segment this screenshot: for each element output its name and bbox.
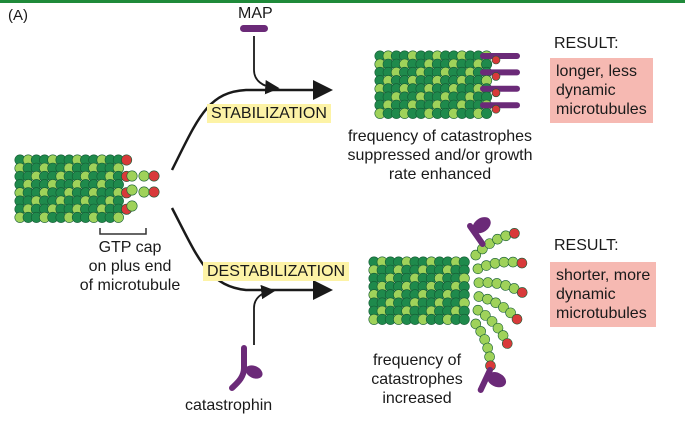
destabilization-label: DESTABILIZATION [203, 262, 350, 281]
destabilized-caption: frequency of catastrophes increased [362, 351, 472, 408]
result-bottom-line-3: microtubules [556, 305, 647, 322]
curling-protofilament-subunit [482, 277, 494, 288]
result-top-box: longer, less dynamic microtubules [550, 58, 653, 123]
curling-protofilament-subunit [516, 287, 528, 298]
gtp-cap-bracket [99, 228, 147, 235]
panel-label: (A) [8, 7, 28, 24]
gtp-cap-subunit [491, 88, 501, 98]
gtp-cap-subunit [491, 104, 501, 114]
curling-protofilament-subunit [486, 316, 498, 327]
curling-protofilament-subunit [491, 278, 503, 289]
gtp-cap-subunit [491, 72, 501, 81]
curling-protofilament-subunit [498, 302, 509, 313]
stabilization-highlight: STABILIZATION [207, 104, 331, 123]
gtp-cap-subunit [148, 170, 160, 182]
result-bottom-line-2: dynamic [556, 286, 616, 303]
stabilization-label: STABILIZATION [207, 104, 331, 123]
result-top-line-1: longer, less [556, 63, 637, 80]
curling-protofilament-subunit [480, 310, 491, 321]
destabilized-caption-line-1: frequency of [372, 352, 462, 369]
map-bound [480, 102, 520, 109]
curling-protofilament-subunit [473, 277, 485, 289]
tubulin-subunit [481, 107, 493, 119]
stabilized-caption-line-1: frequency of catastrophes [347, 128, 533, 145]
curling-protofilament-subunit [490, 297, 502, 309]
catastrophin-bound [477, 367, 507, 393]
tubulin-subunit [112, 211, 124, 223]
protofilament-end [138, 186, 150, 198]
gtp-cap-line-1: GTP cap [98, 239, 162, 256]
curling-protofilament-subunit [507, 256, 519, 268]
result-bottom-box: shorter, more dynamic microtubules [550, 262, 657, 327]
curling-protofilament-subunit [516, 257, 528, 269]
result-top-line-2: dynamic [556, 82, 616, 99]
gtp-cap-line-3: of microtubule [79, 277, 181, 294]
destabilized-microtubule [368, 217, 528, 393]
gtp-cap-subunit [491, 55, 501, 65]
protofilament-end [126, 170, 138, 182]
curling-protofilament-subunit [470, 249, 482, 261]
stabilized-caption-line-2: suppressed and/or growth [347, 147, 533, 164]
upper-branch-arrow [170, 80, 333, 171]
tubulin-subunit [458, 313, 470, 325]
map-bound [480, 69, 520, 76]
curling-protofilament-subunit [501, 338, 513, 349]
catastrophin-arrow [253, 284, 276, 345]
destabilized-caption-line-2: catastrophes [371, 371, 463, 388]
stabilized-caption: frequency of catastrophes suppressed and… [330, 127, 550, 184]
gtp-cap-subunit [121, 154, 133, 166]
protofilament-end [126, 184, 138, 196]
map-protein-icon [240, 25, 268, 32]
curling-protofilament-subunit [511, 313, 523, 325]
protofilament-end [126, 200, 138, 212]
curling-protofilament-subunit [470, 318, 482, 330]
curling-protofilament-subunit [498, 256, 510, 268]
result-bottom-heading: RESULT: [554, 237, 619, 254]
curling-protofilament-subunit [509, 228, 520, 239]
gtp-cap-label: GTP cap on plus end of microtubule [70, 238, 190, 295]
curling-protofilament-subunit [492, 322, 504, 334]
top-rule [0, 0, 685, 3]
map-label: MAP [238, 5, 273, 22]
gtp-cap-line-2: on plus end [88, 258, 172, 275]
destabilized-caption-line-3: increased [382, 390, 452, 407]
curling-protofilament-subunit [489, 258, 501, 269]
starting-microtubule [14, 154, 160, 223]
gtp-cap-subunit [148, 186, 160, 198]
stabilized-microtubule [374, 50, 520, 119]
catastrophin-label: catastrophin [185, 397, 273, 414]
stabilized-caption-line-3: rate enhanced [388, 166, 492, 183]
curling-protofilament-subunit [484, 351, 495, 363]
map-bound [480, 85, 520, 92]
destabilization-highlight: DESTABILIZATION [203, 262, 350, 281]
map-arrow [253, 36, 280, 95]
curling-protofilament-subunit [505, 307, 516, 319]
map-bound [480, 53, 520, 59]
result-top-line-3: microtubules [556, 101, 647, 118]
result-top-heading: RESULT: [554, 35, 619, 52]
curling-protofilament-subunit [472, 304, 484, 316]
protofilament-end [138, 170, 150, 182]
result-bottom-line-1: shorter, more [556, 267, 651, 284]
curling-protofilament-subunit [482, 342, 493, 354]
catastrophin-protein-icon [229, 345, 263, 391]
catastrophin-bound [467, 217, 491, 248]
curling-protofilament-subunit [481, 260, 492, 271]
